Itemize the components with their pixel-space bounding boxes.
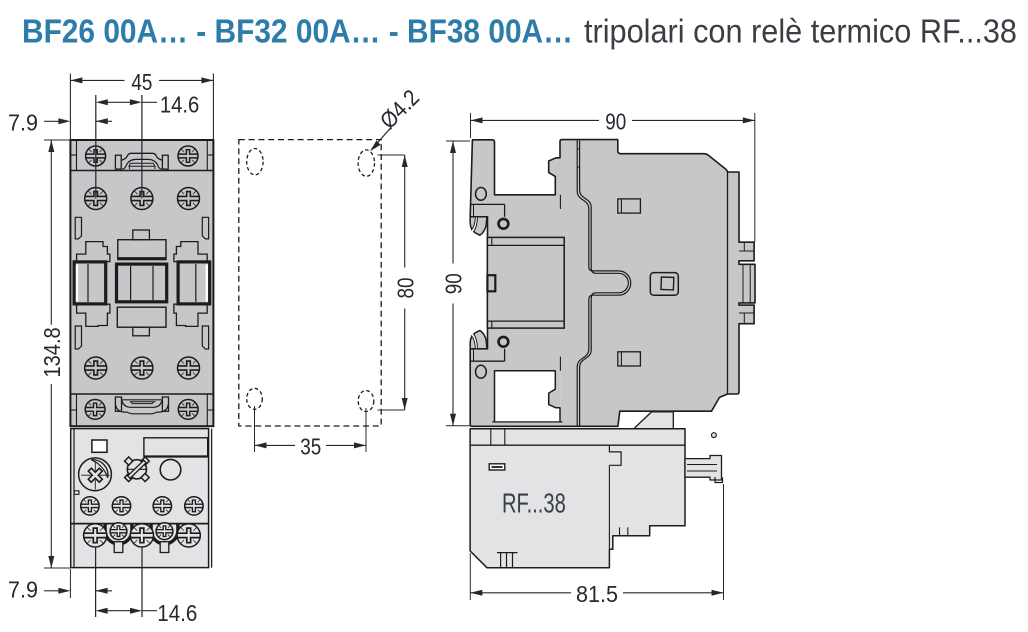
svg-text:90: 90 [605, 108, 626, 134]
svg-text:tripolari con relè termico RF.: tripolari con relè termico RF...38 [584, 14, 1017, 51]
svg-text:14.6: 14.6 [160, 91, 199, 117]
svg-text:7.9: 7.9 [8, 577, 38, 603]
svg-text:134.8: 134.8 [39, 327, 65, 377]
svg-text:90: 90 [441, 273, 467, 294]
svg-text:14.6: 14.6 [157, 600, 197, 626]
svg-text:BF26 00A… - BF32 00A… - BF38 0: BF26 00A… - BF32 00A… - BF38 00A… [22, 14, 573, 51]
svg-text:35: 35 [300, 434, 321, 460]
svg-text:80: 80 [392, 278, 418, 299]
svg-text:RF...38: RF...38 [502, 487, 566, 518]
svg-text:81.5: 81.5 [576, 581, 618, 607]
svg-text:7.9: 7.9 [8, 109, 38, 135]
svg-text:45: 45 [131, 69, 152, 95]
